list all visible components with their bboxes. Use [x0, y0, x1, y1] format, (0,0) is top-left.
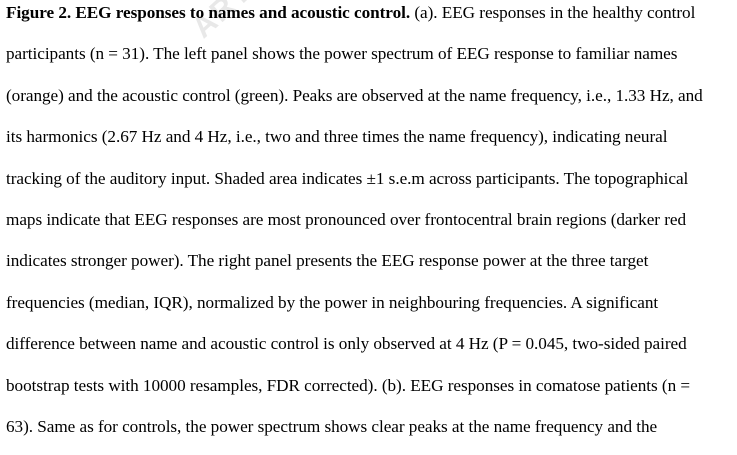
- caption-line-8: frequencies (median, IQR), normalized by…: [6, 292, 659, 312]
- caption-line-6: maps indicate that EEG responses are mos…: [6, 209, 687, 229]
- caption-line-2: participants (n = 31). The left panel sh…: [6, 44, 678, 64]
- figure-caption: Figure 2. EEG responses to names and aco…: [6, 0, 737, 455]
- caption-line-4: its harmonics (2.67 Hz and 4 Hz, i.e., t…: [6, 127, 668, 147]
- caption-line-10: bootstrap tests with 10000 resamples, FD…: [6, 375, 691, 395]
- caption-line-11: 63). Same as for controls, the power spe…: [6, 416, 658, 436]
- caption-line-5: tracking of the auditory input. Shaded a…: [6, 168, 689, 188]
- caption-line-7: indicates stronger power). The right pan…: [6, 251, 649, 271]
- caption-line-9: difference between name and acoustic con…: [6, 334, 687, 354]
- figure-title: Figure 2. EEG responses to names and aco…: [6, 3, 411, 22]
- caption-line-1-text: (a). EEG responses in the healthy contro…: [410, 3, 696, 22]
- caption-line-1: Figure 2. EEG responses to names and aco…: [6, 0, 737, 41]
- caption-line-3: (orange) and the acoustic control (green…: [6, 85, 703, 105]
